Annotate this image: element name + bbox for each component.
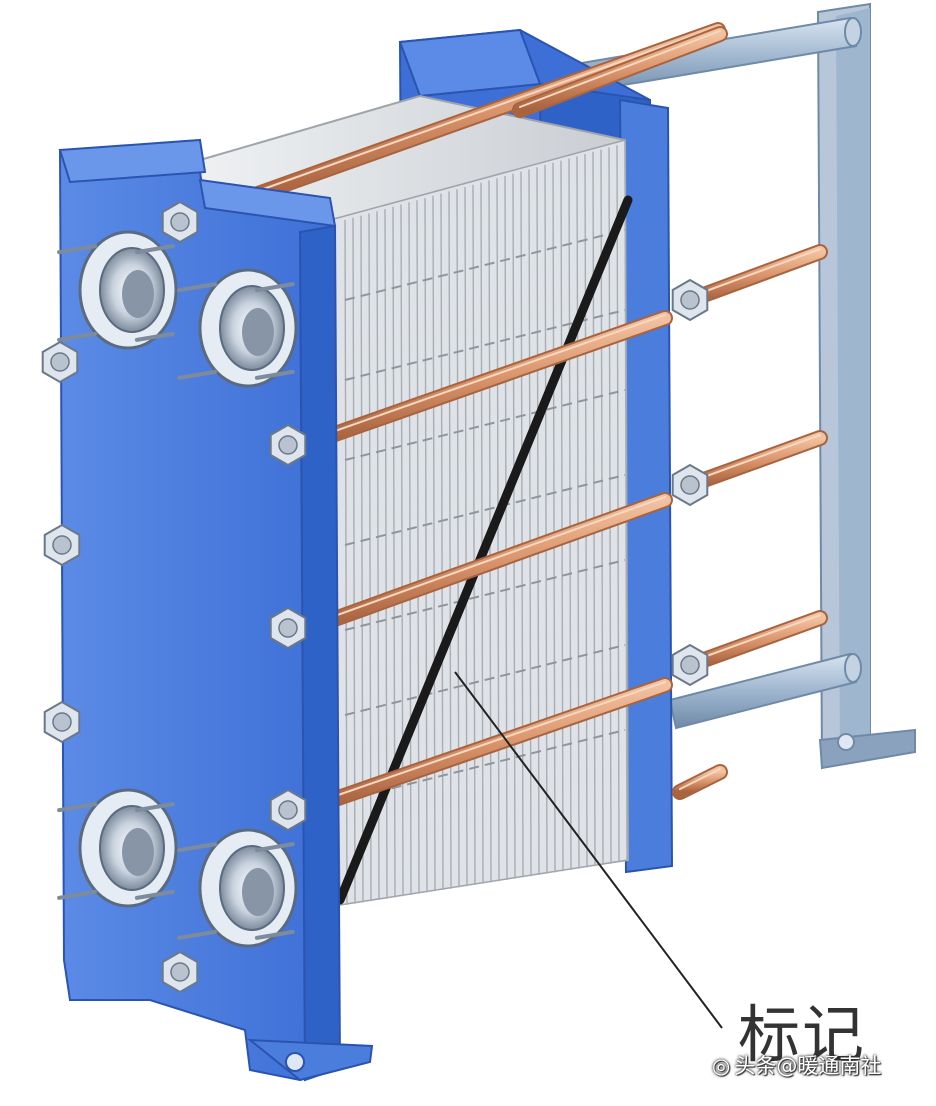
tie-rod-body [312,494,671,631]
port-stud [134,889,175,900]
tie-rod-highlight [317,314,666,438]
tie-rod-highlight [689,248,821,298]
port-stud [254,282,295,293]
plate-edge-line [512,173,516,879]
port-stud [134,331,175,342]
port-bore [122,828,154,876]
hex-bolt-center [50,352,70,372]
plate-edge-line [560,160,564,872]
plate-corrugation-row [344,559,626,631]
callout-leader-line [454,671,723,1029]
watermark: ◎头条@暖通南社 [712,1056,881,1077]
plate-edge-line [616,145,620,863]
plate-corrugation-row [344,729,626,801]
port-bore [242,868,274,916]
plate-edge-line [424,197,428,893]
plate-edge-line [552,162,556,873]
plate-edge-line [576,156,580,869]
plate-edge-line [528,169,532,877]
hex-bolt-center [170,962,190,982]
port-stud [57,331,98,342]
hex-bolt-center [680,290,700,310]
plate-edge-line [624,142,628,862]
port-bore [242,308,274,356]
tie-rod-highlight [254,26,719,193]
tie-rod-body [684,432,826,491]
hex-bolt-center [680,475,700,495]
plate-edge-line [592,151,596,867]
callout-label-marker: 标记 [738,998,867,1071]
tie-rod-highlight [317,681,666,803]
plate-corrugation-row [344,389,626,461]
tie-rod-highlight [519,30,721,108]
hex-bolt-center [680,655,700,675]
hex-bolt-center [170,212,190,232]
port-stud [134,244,175,255]
plate-edge-line [496,178,500,882]
plate-edge-line [584,153,588,868]
watermark-text: 头条@暖通南社 [734,1054,882,1078]
port-stud [254,369,295,380]
tie-rods [247,22,828,813]
port-stud [254,929,295,940]
port-stud [57,244,98,255]
port-stud [177,369,218,380]
plate-edge-line [504,175,508,881]
port-stud [134,802,175,813]
ports [57,230,298,948]
tie-rod-highlight [689,434,821,483]
support-column [816,2,916,770]
tie-rod-highlight [679,768,721,790]
plate-edge-line [568,158,572,871]
tie-rod-body [684,246,826,306]
plate-edge-line [432,195,436,892]
hex-bolt-center [278,435,298,455]
port-stud [177,929,218,940]
guide-bar-lower [668,652,862,730]
port-stud [57,802,98,813]
hex-bolt-center [278,618,298,638]
bolts [41,200,709,994]
tie-rod-body [312,312,671,446]
port-stud [57,889,98,900]
plate-edge-line [440,193,444,891]
hex-bolt-center [52,712,72,732]
watermark-icon: ◎ [712,1054,731,1078]
plate-edge-line [536,167,540,876]
port-bore [122,270,154,318]
tie-rod-body [312,679,671,811]
plate-corrugation-row [344,474,626,546]
tie-rod-highlight [317,496,666,623]
plate-edge-line [480,182,484,884]
port-stud [177,842,218,853]
plate-edge-line [544,164,548,874]
tie-rod-body [514,28,726,116]
plate-edge-line [448,191,452,889]
plate-corrugation-row [344,229,626,301]
port-stud [177,282,218,293]
plate-edge-line [520,171,524,878]
tie-rod-body [684,612,826,671]
plate-edge-line [464,186,468,887]
plate-corrugation-row [344,644,626,716]
hex-bolt-center [278,800,298,820]
hex-bolt-center [52,535,72,555]
tie-rod-body [674,766,726,798]
tie-rod-highlight [689,614,821,663]
plate-edge-line [608,147,612,864]
port-stud [254,842,295,853]
